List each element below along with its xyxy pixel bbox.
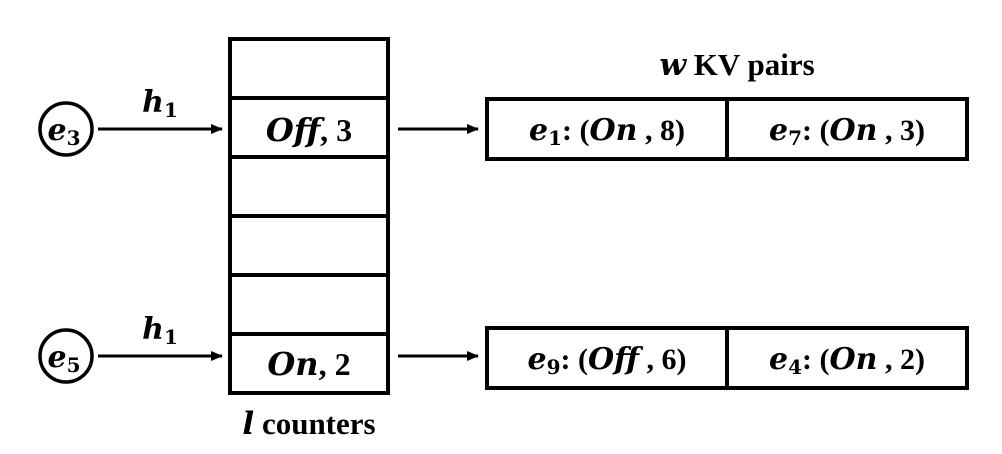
element-label: e5	[47, 340, 80, 377]
hash-function-label: h1	[142, 85, 178, 122]
counters-label: l counters	[242, 406, 375, 442]
counter-cell-text: On, 2	[267, 345, 350, 383]
input-element-1: e3 h1	[38, 85, 223, 157]
kv-bucket-2: e9: (Off , 6) e4: (On , 2)	[485, 326, 969, 390]
element-label: e3	[47, 113, 80, 150]
counter-array: Off, 3 On, 2 l counters	[228, 37, 390, 442]
element-circle	[38, 328, 94, 384]
kv-bucket-1: e1: (On , 8) e7: (On , 3)	[485, 97, 969, 161]
kv-pair-text: e1: (On , 8)	[529, 113, 685, 150]
counter-cell-text: Off, 3	[266, 111, 352, 149]
kv-pair-text: e4: (On , 2)	[769, 342, 925, 379]
hash-function-label: h1	[142, 312, 178, 349]
input-element-2: e5 h1	[38, 312, 223, 384]
kv-pair-text: e9: (Off , 6)	[528, 342, 687, 379]
kv-pair-text: e7: (On , 3)	[769, 113, 925, 150]
kv-pairs-label: w KV pairs	[659, 47, 814, 83]
element-circle	[38, 101, 94, 157]
